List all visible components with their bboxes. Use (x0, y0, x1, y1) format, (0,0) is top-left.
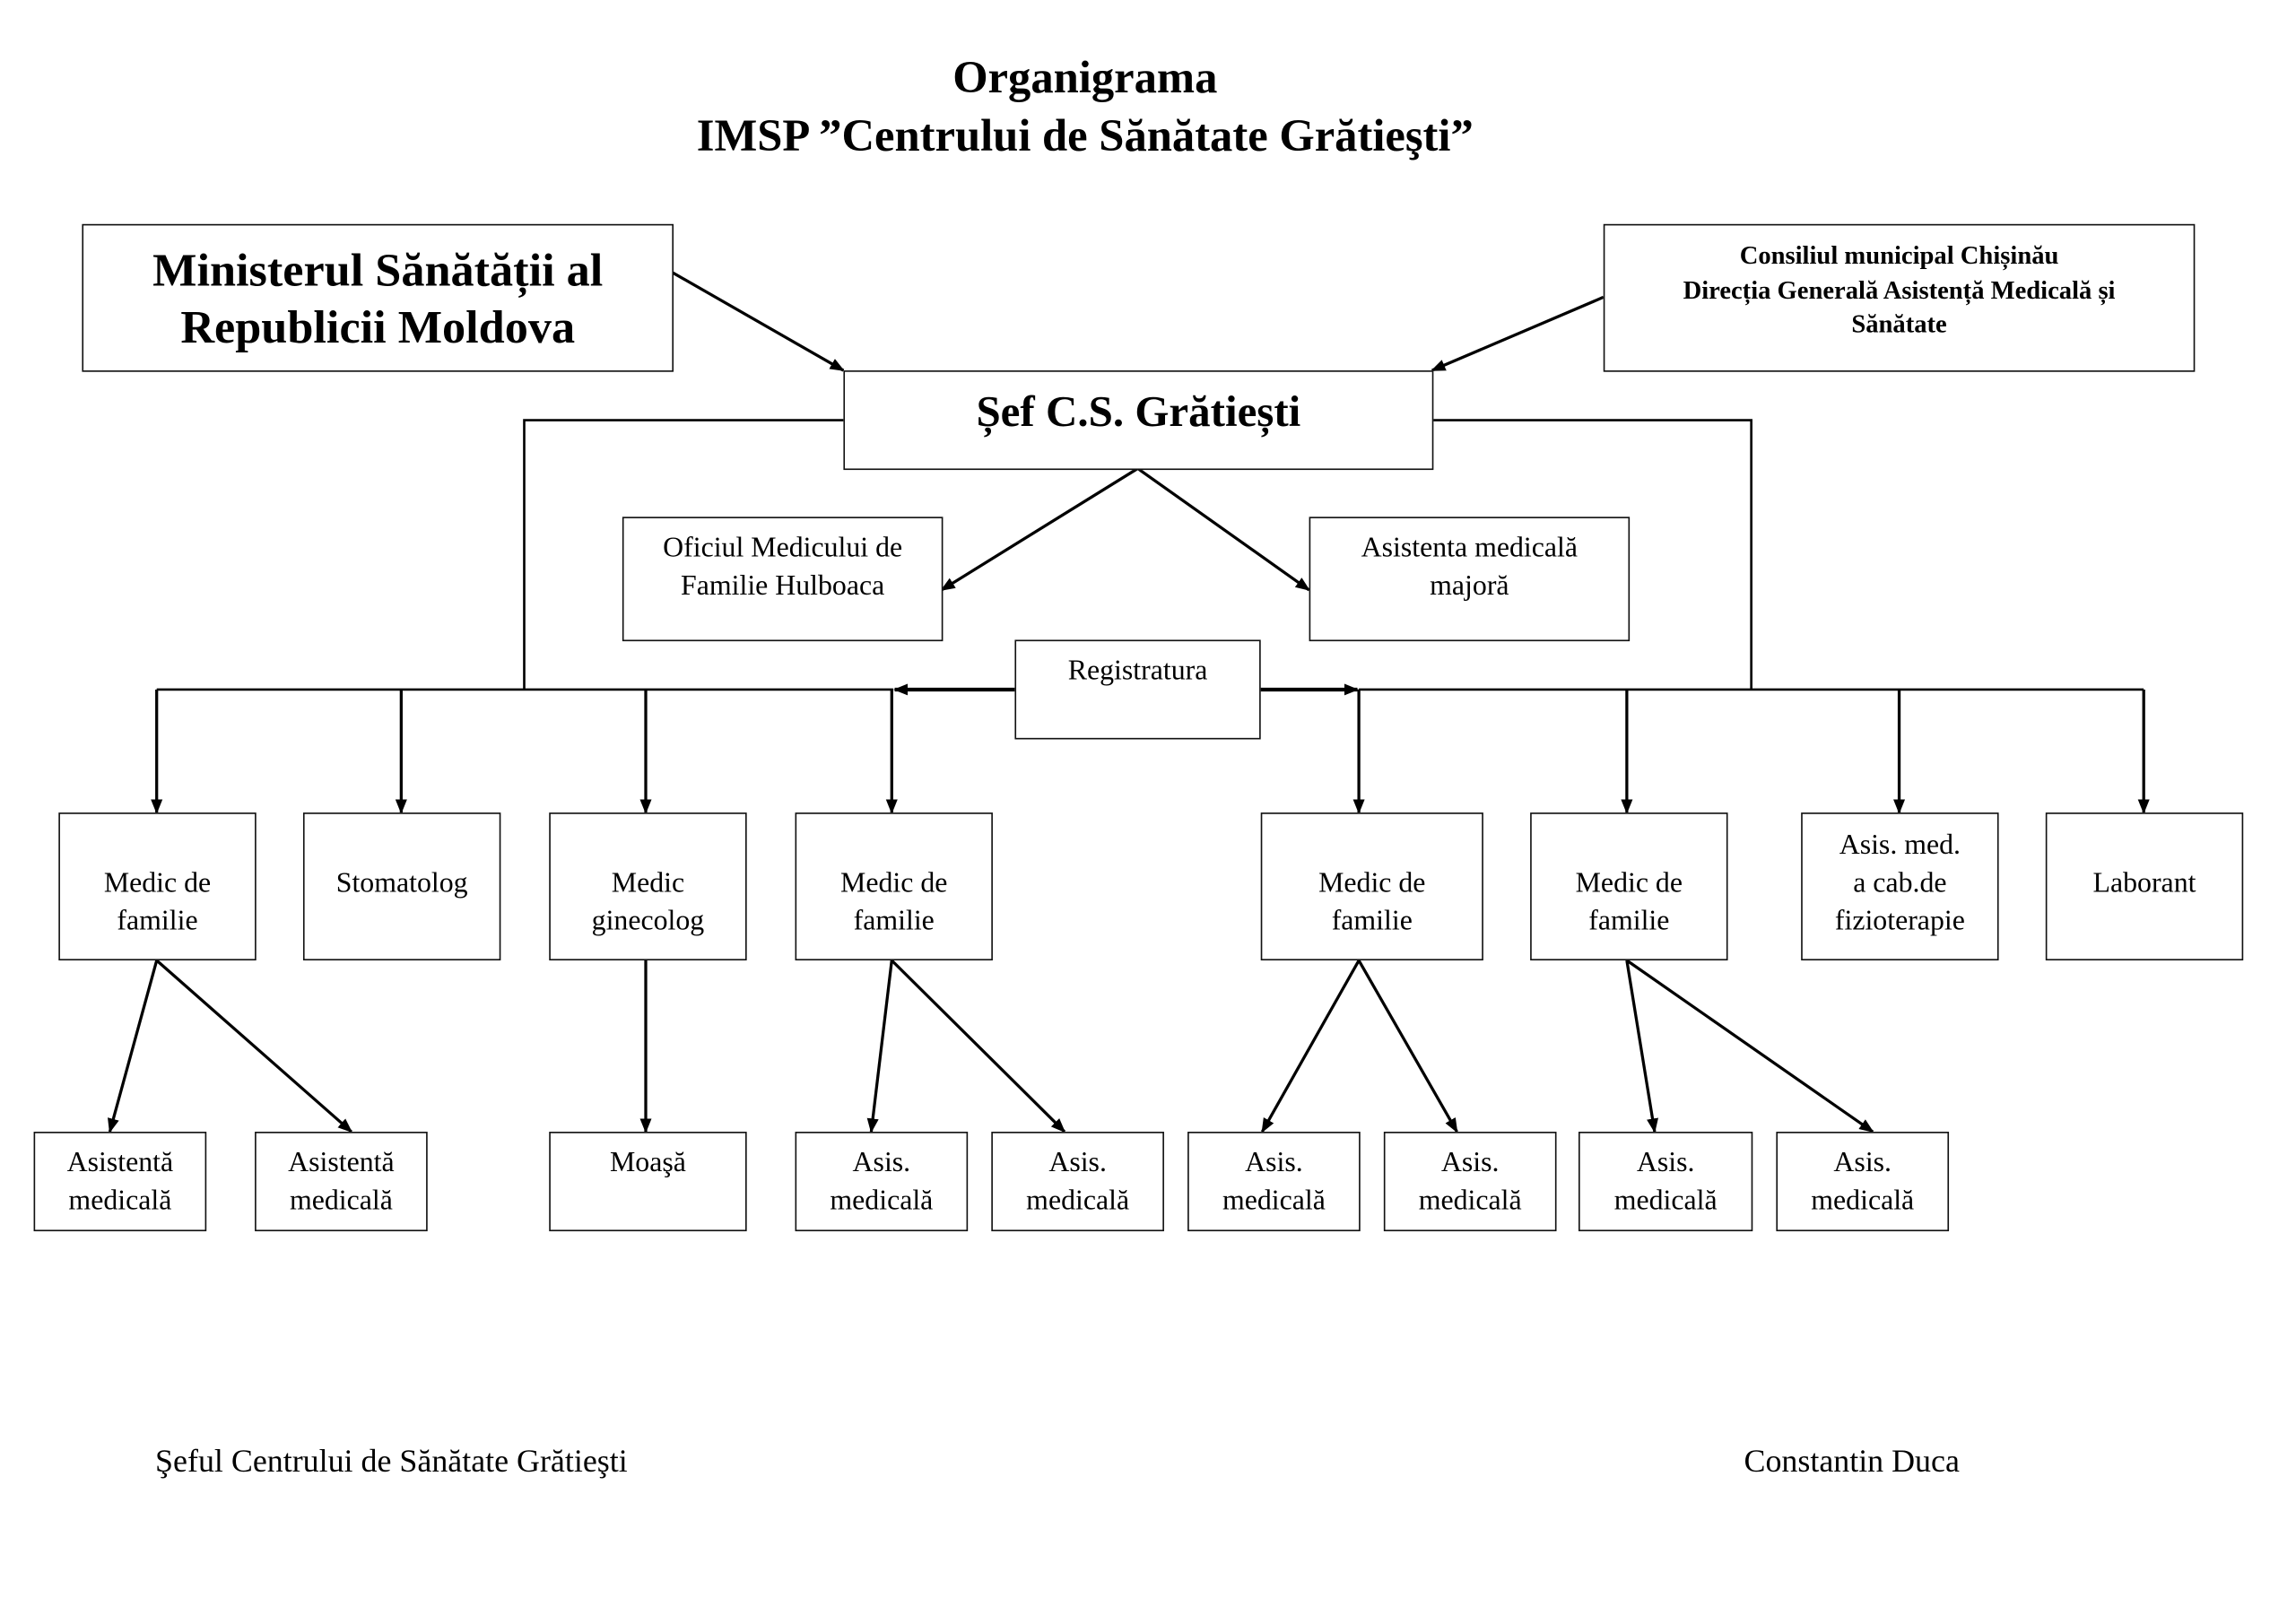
council-line: Consiliul municipal Chișinău (1739, 239, 2059, 270)
level2-position-line: familie (1588, 906, 1670, 937)
level2-position-line: familie (853, 906, 935, 937)
level3-position-line: Asis. (852, 1147, 911, 1179)
head-label: Șef C.S. Grătiești (976, 387, 1301, 437)
level3-position-line: medicală (68, 1185, 172, 1217)
level2-position-box: Stomatolog (302, 812, 501, 961)
level2-position-line: Asis. med. (1839, 829, 1961, 861)
bracket-left (523, 419, 844, 690)
footer-name: Constantin Duca (1744, 1442, 1960, 1479)
level2-position-line: ginecolog (591, 906, 705, 937)
level2-position-line: Medic de (840, 868, 948, 899)
level3-position-line: Asis. (1048, 1147, 1107, 1179)
level2-position-box: Medic de familie (795, 812, 993, 961)
arrow-position-to-subordinate (1625, 960, 1658, 1133)
level2-position-box: Medic de familie (1530, 812, 1728, 961)
ministry-box: Ministerul Sănătății al Republicii Moldo… (82, 223, 674, 372)
level2-position-box: Medic de familie (58, 812, 257, 961)
arrow-council-to-head (1431, 295, 1605, 372)
head-box: Șef C.S. Grătiești (843, 370, 1434, 471)
arrow-head-to-asistenta-majora (1136, 467, 1310, 592)
arrow-position-to-subordinate (155, 959, 353, 1133)
asistenta-majora-line: Asistenta medicală (1361, 533, 1578, 564)
arrow-ministry-to-head (671, 271, 845, 372)
oficiul-line: Familie Hulboaca (681, 570, 885, 603)
level2-position-line: a cab.de (1853, 868, 1947, 899)
level3-position-box: Asis. medicală (1776, 1132, 1950, 1232)
asistenta-majora-box: Asistenta medicală majoră (1309, 517, 1631, 642)
level3-position-line: Asis. (1636, 1147, 1695, 1179)
arrow-head-to-oficiul (940, 467, 1139, 592)
arrow-position-to-subordinate (108, 960, 159, 1133)
level3-position-line: medicală (830, 1185, 934, 1217)
level3-position-line: Asis. (1833, 1147, 1892, 1179)
level3-position-line: medicală (1613, 1185, 1718, 1217)
level2-position-box: Medic de familie (1260, 812, 1483, 961)
level2-position-box: Laborant (2045, 812, 2244, 961)
level2-position-line: fizioterapie (1834, 906, 1965, 937)
level3-position-box: Asis. medicală (1187, 1132, 1361, 1232)
chart-title: Organigrama (952, 51, 1218, 103)
level3-position-line: Moaşă (609, 1147, 686, 1179)
level2-position-line: Medic de (103, 868, 212, 899)
arrow-position-to-subordinate (1625, 959, 1874, 1133)
level2-position-box: Medic ginecolog (549, 812, 747, 961)
chart-subtitle: IMSP ”Centrului de Sănătate Grătieşti” (696, 109, 1474, 161)
level2-position-line: familie (117, 906, 198, 937)
level3-position-box: Asis. medicală (795, 1132, 969, 1232)
level2-position-line: Laborant (2092, 868, 2196, 899)
registratura-label: Registratura (1067, 656, 1208, 687)
level3-position-box: Moaşă (549, 1132, 747, 1232)
level3-position-line: Asis. (1245, 1147, 1303, 1179)
level2-position-box: Asis. med. a cab.de fizioterapie (1801, 812, 1999, 961)
level3-position-line: Asis. (1440, 1147, 1500, 1179)
bracket-right (1431, 419, 1752, 690)
level3-position-line: medicală (289, 1185, 393, 1217)
level2-position-line: Medic (611, 868, 685, 899)
asistenta-majora-line: majoră (1430, 570, 1509, 603)
level2-position-line: Stomatolog (335, 868, 468, 899)
arrow-position-to-subordinate (891, 959, 1066, 1133)
level3-position-box: Asistentă medicală (33, 1132, 207, 1232)
level3-position-box: Asistentă medicală (255, 1132, 428, 1232)
level3-position-line: medicală (1222, 1185, 1326, 1217)
arrow-position-to-subordinate (866, 960, 893, 1133)
level3-position-box: Asis. medicală (991, 1132, 1164, 1232)
oficiul-line: Oficiul Medicului de (663, 533, 903, 564)
level2-position-line: Medic de (1575, 868, 1683, 899)
level3-position-box: Asis. medicală (1383, 1132, 1557, 1232)
level3-position-line: Asistentă (288, 1147, 395, 1179)
level3-position-line: medicală (1026, 1185, 1130, 1217)
oficiul-box: Oficiul Medicului de Familie Hulboaca (622, 517, 944, 642)
council-line: Direcția Generală Asistență Medicală și (1683, 274, 2116, 304)
level2-position-line: familie (1331, 906, 1413, 937)
level3-position-line: Asistentă (66, 1147, 174, 1179)
level3-position-line: medicală (1811, 1185, 1915, 1217)
level3-position-box: Asis. medicală (1578, 1132, 1753, 1232)
level2-position-line: Medic de (1318, 868, 1426, 899)
council-line: Sănătate (1851, 308, 1947, 339)
level3-position-line: medicală (1418, 1185, 1522, 1217)
ministry-line: Republicii Moldova (180, 299, 576, 352)
ministry-line: Ministerul Sănătății al (152, 242, 604, 295)
council-box: Consiliul municipal Chișinău Direcția Ge… (1603, 223, 2196, 372)
arrow-position-to-subordinate (1260, 960, 1361, 1133)
arrow-position-to-subordinate (1357, 960, 1458, 1133)
registratura-box: Registratura (1014, 639, 1261, 740)
footer-role: Şeful Centrului de Sănătate Grătieşti (155, 1442, 628, 1479)
